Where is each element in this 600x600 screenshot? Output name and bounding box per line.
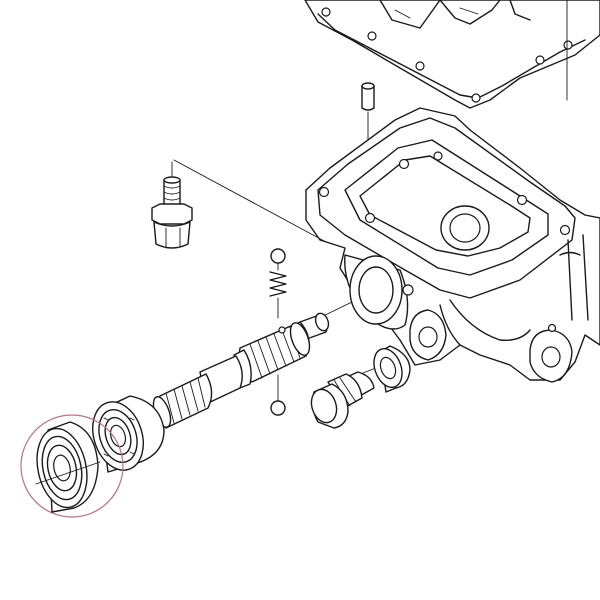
ball-and-spring: [269, 248, 287, 416]
splined-shaft: [152, 312, 330, 429]
dowel-pin: [361, 82, 375, 216]
drain-plug: [310, 371, 375, 429]
highlight-circle: [20, 414, 124, 518]
washer: [373, 345, 411, 393]
inner-bearing: [92, 395, 165, 473]
highlighted-oil-seal: [20, 414, 124, 518]
hex-bolt: [151, 176, 193, 249]
housing-cover-plate: [304, 0, 600, 109]
gear-housing: [305, 107, 600, 383]
